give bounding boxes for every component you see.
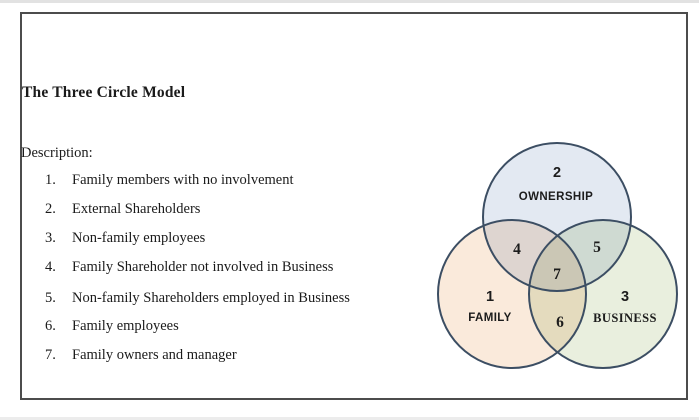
- list-item-number: 7.: [45, 347, 56, 363]
- page-edge-bottom: [0, 417, 699, 420]
- overlap-family-ownership-number: 4: [513, 241, 521, 258]
- list-item-number: 6.: [45, 318, 56, 334]
- ownership-label: OWNERSHIP: [519, 191, 594, 203]
- list-item: 1. Family members with no involvement: [45, 172, 294, 188]
- business-number: 3: [621, 289, 629, 305]
- list-item: 6. Family employees: [45, 318, 179, 334]
- three-circle-venn-diagram: 2 OWNERSHIP 1 FAMILY 3 BUSINESS 4 5 6 7: [437, 142, 678, 369]
- description-label: Description:: [21, 145, 93, 161]
- family-number: 1: [486, 289, 494, 305]
- overlap-ownership-business-number: 5: [593, 239, 601, 256]
- list-item: 3. Non-family employees: [45, 230, 205, 246]
- list-item: 7. Family owners and manager: [45, 347, 237, 363]
- list-item-number: 2.: [45, 201, 56, 217]
- family-label: FAMILY: [468, 312, 512, 324]
- list-item-number: 4.: [45, 259, 56, 275]
- ownership-number: 2: [553, 165, 561, 181]
- list-item-text: Family Shareholder not involved in Busin…: [72, 259, 334, 275]
- overlap-family-business-number: 6: [556, 314, 564, 331]
- content-frame-border: [20, 12, 688, 400]
- list-item: 2. External Shareholders: [45, 201, 200, 217]
- page-edge-top: [0, 0, 699, 3]
- overlap-center-number: 7: [553, 266, 561, 283]
- list-item-text: External Shareholders: [72, 201, 201, 217]
- list-item-number: 5.: [45, 290, 56, 306]
- list-item-text: Non-family Shareholders employed in Busi…: [72, 290, 350, 306]
- business-circle: [529, 220, 677, 368]
- list-item-text: Family employees: [72, 318, 179, 334]
- list-item-number: 3.: [45, 230, 56, 246]
- list-item: 5. Non-family Shareholders employed in Bu…: [45, 290, 350, 306]
- list-item: 4. Family Shareholder not involved in Bus…: [45, 259, 333, 275]
- ownership-circle-outline: [482, 142, 632, 292]
- business-circle-outline: [528, 219, 678, 369]
- business-label: BUSINESS: [593, 311, 657, 325]
- list-item-text: Family owners and manager: [72, 347, 237, 363]
- list-item-text: Family members with no involvement: [72, 172, 294, 188]
- list-item-text: Non-family employees: [72, 230, 206, 246]
- list-item-number: 1.: [45, 172, 56, 188]
- family-circle-outline: [437, 219, 587, 369]
- page-title: The Three Circle Model: [22, 84, 186, 101]
